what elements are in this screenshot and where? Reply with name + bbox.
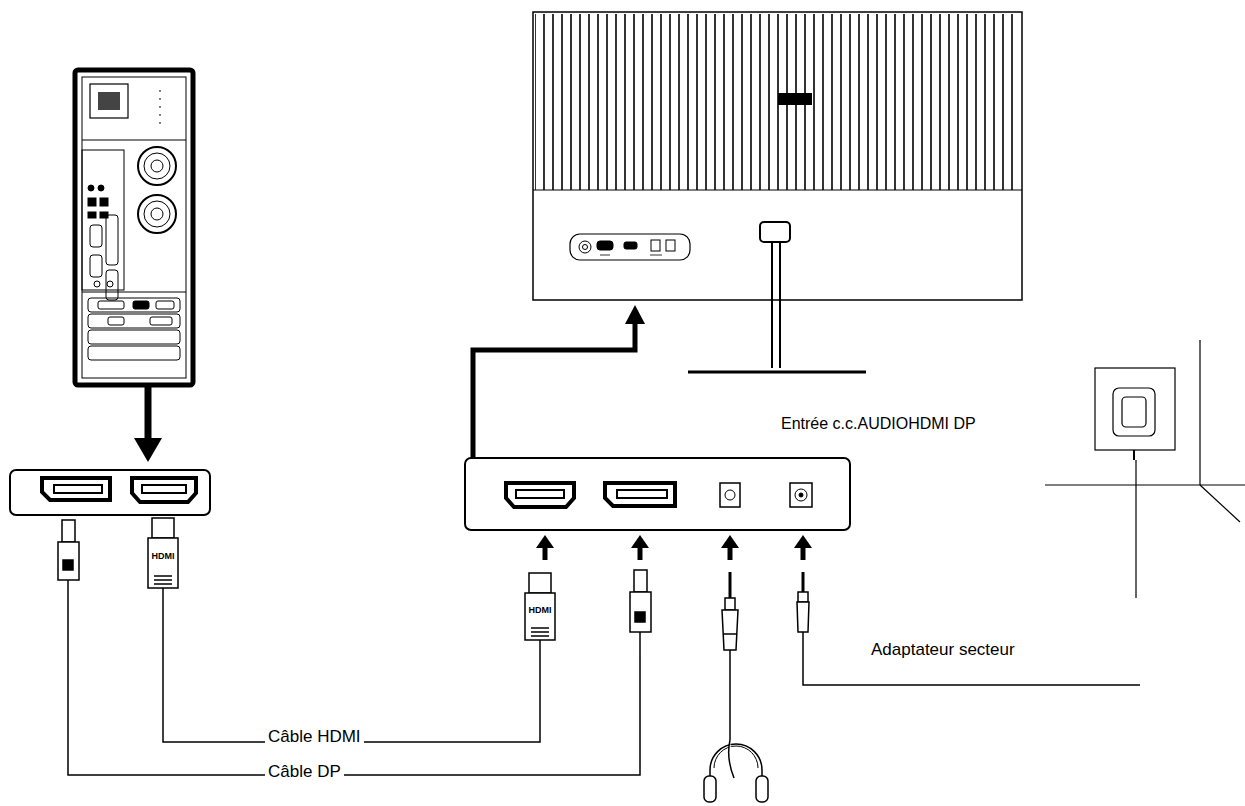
cable-label: Câble DP [265,762,344,782]
monitor [533,12,1022,372]
port-names: Entrée c.c.AUDIOHDMI DP [778,415,979,433]
hdmi-plug [525,573,555,650]
plug-label: HDMI [151,551,176,561]
pc-port-panel [10,470,210,515]
pc-tower [75,70,193,385]
dp-plug [58,520,79,600]
hdmi-plug [148,518,178,600]
audio-jack [722,572,738,740]
cable-label: Câble HDMI [265,727,364,747]
dp-plug [630,570,651,650]
headphones [704,740,768,802]
adapter-label: Adaptateur secteur [868,640,1018,660]
dc-plug [797,572,1140,685]
hdmi-cable [163,600,540,742]
plug-label: HDMI [528,605,553,615]
wall-outlet [1045,340,1245,598]
monitor-port-panel [465,458,850,530]
